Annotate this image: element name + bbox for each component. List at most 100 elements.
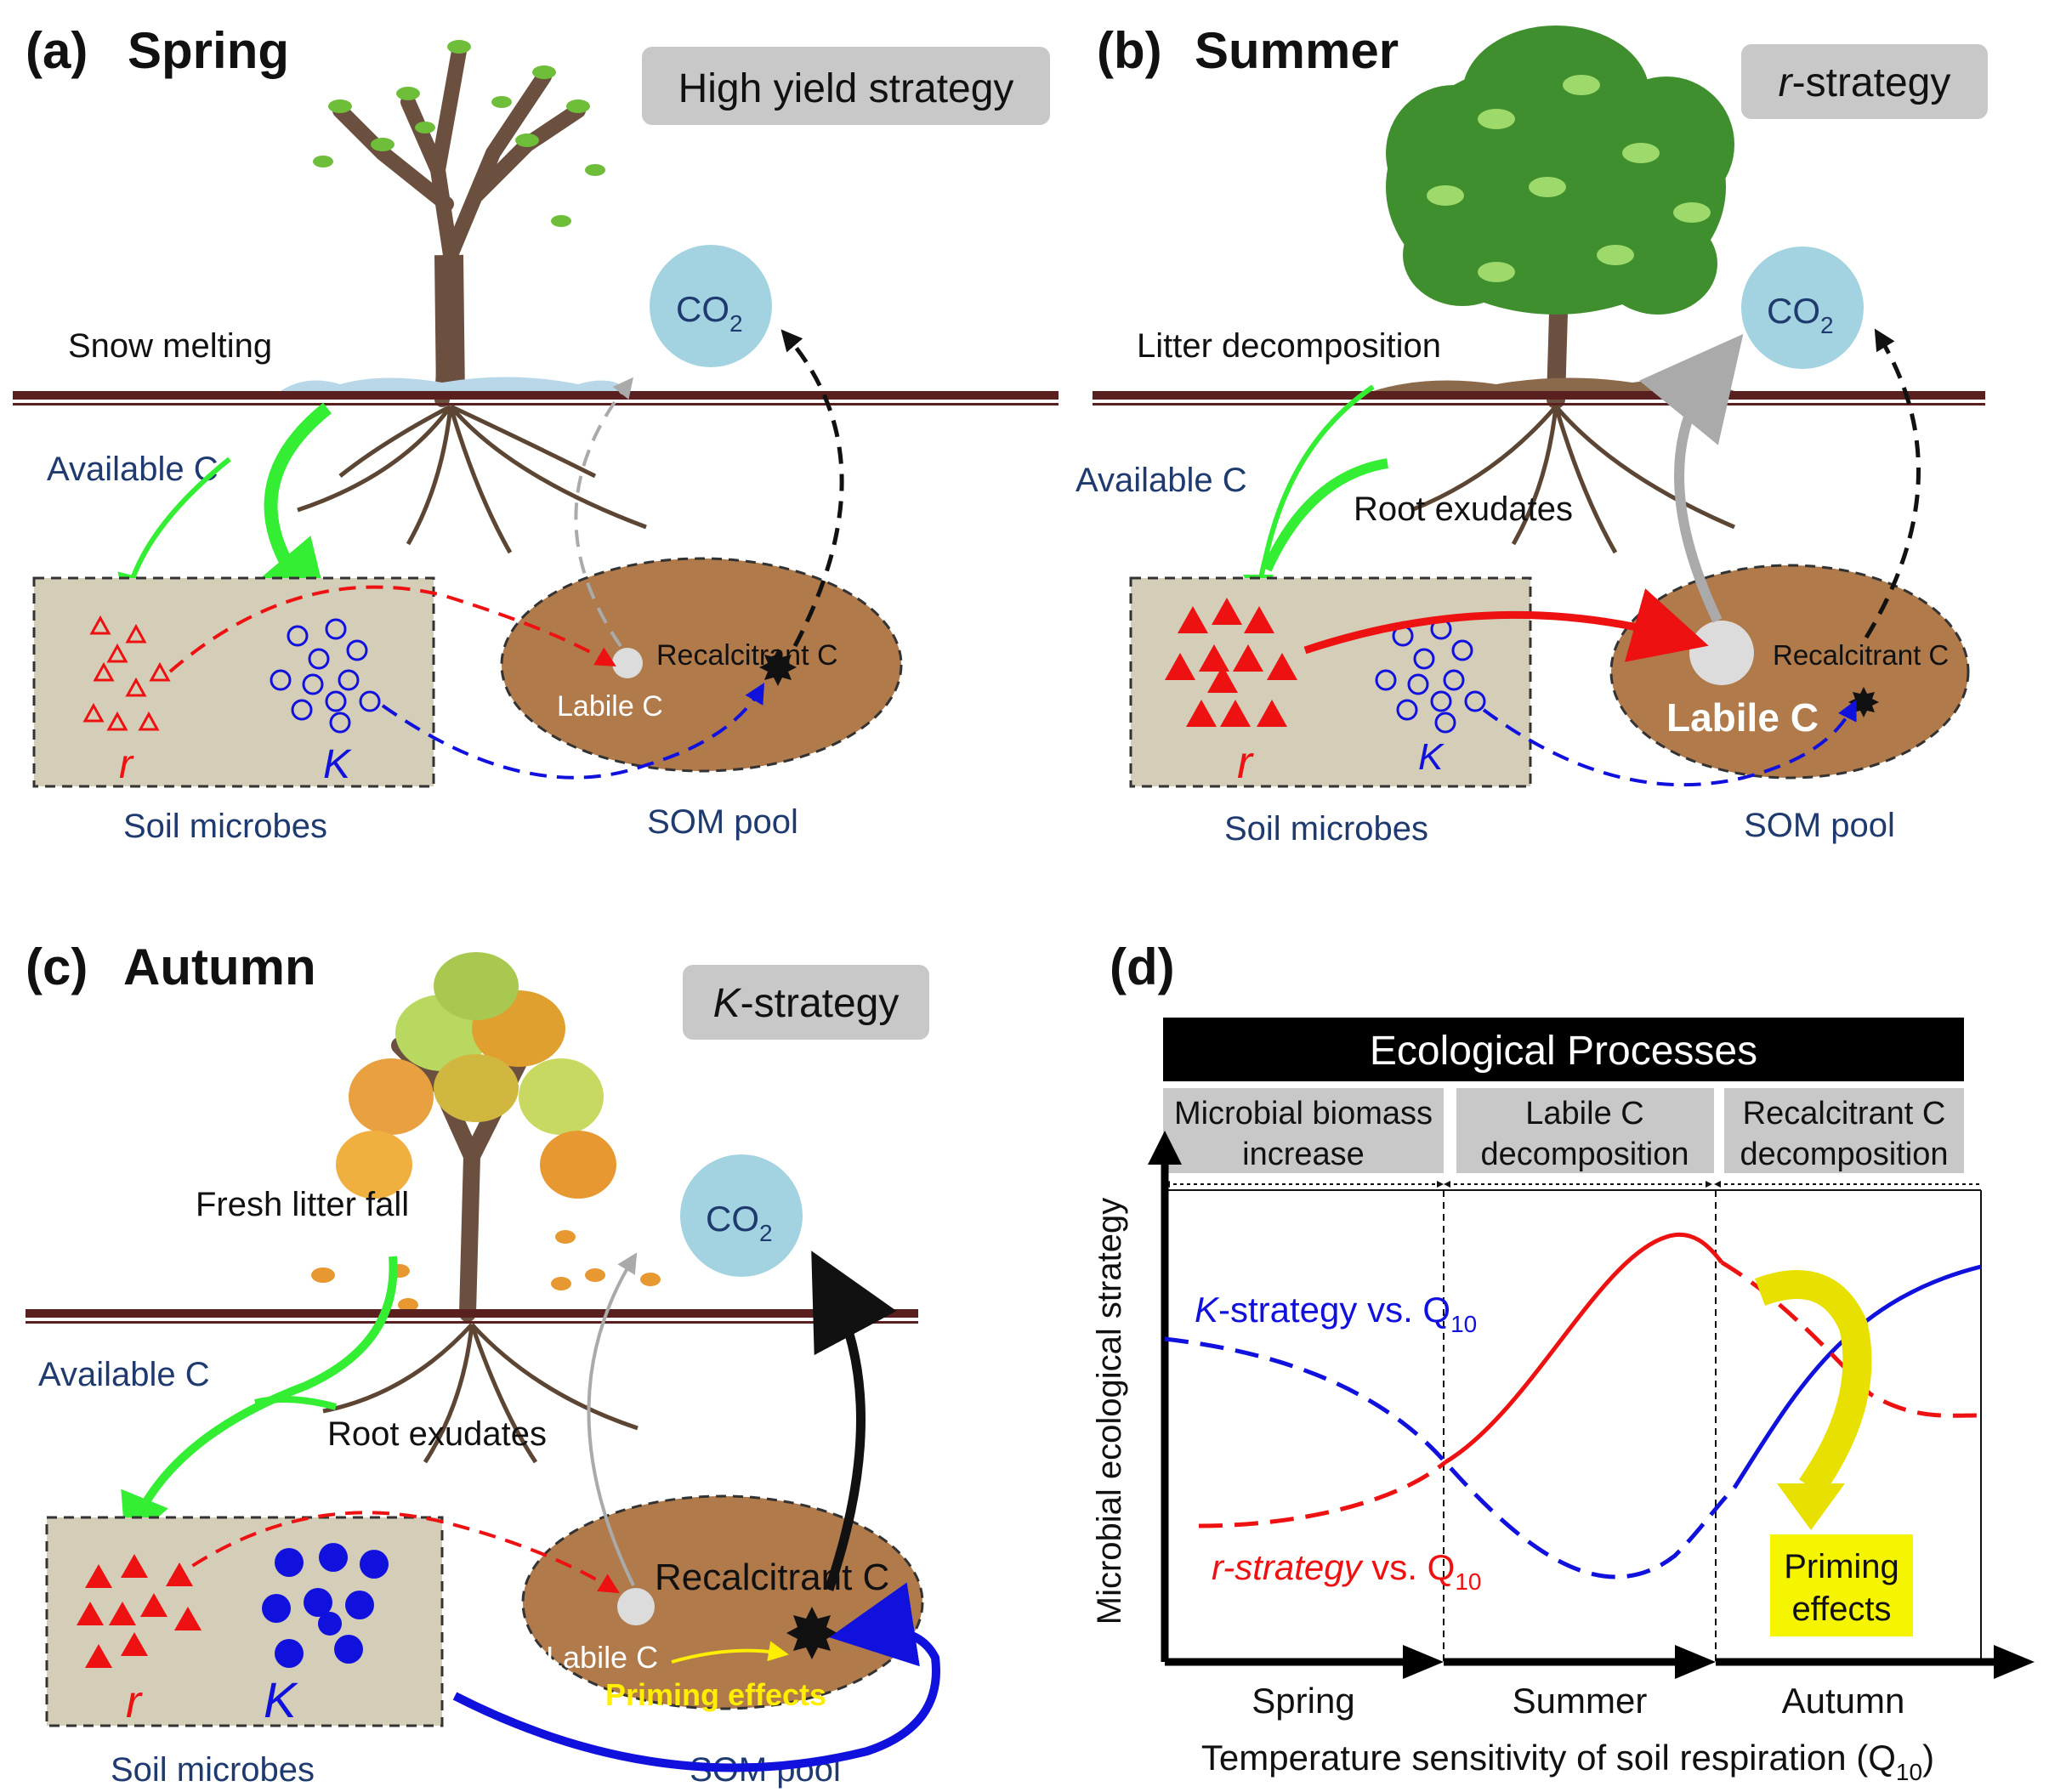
r-microbes-c bbox=[77, 1554, 201, 1668]
root-exudates-arrow-b bbox=[1262, 458, 1388, 572]
y-axis-label: Microbial ecological strategy bbox=[1091, 1198, 1128, 1625]
available-c-arrow-a bbox=[248, 402, 332, 625]
soil-microbes-box-a bbox=[32, 576, 435, 788]
panel-b: (b) Summer r-strategy Litter decompositi… bbox=[1076, 22, 1988, 848]
ground-line-c2 bbox=[26, 1321, 918, 1324]
season-label-summer: Summer bbox=[1513, 1681, 1648, 1721]
panel-a-tag: (a) bbox=[26, 22, 88, 79]
root-exudates-b: Root exudates bbox=[1354, 491, 1573, 528]
panel-b-tag: (b) bbox=[1097, 22, 1162, 79]
recalcitrant-label-a: Recalcitrant C bbox=[656, 639, 838, 672]
stage3-label-l2: decomposition bbox=[1740, 1137, 1948, 1172]
som-pool-b bbox=[1609, 564, 1970, 780]
r-strategy-curve-dashed-1 bbox=[1198, 1460, 1447, 1528]
k-label-b: K bbox=[1418, 736, 1445, 778]
r-to-labile-arrow-c bbox=[168, 1511, 620, 1594]
labile-c-icon-c bbox=[617, 1588, 655, 1625]
root-icon bbox=[297, 404, 647, 554]
recalcitrant-c-icon-c bbox=[786, 1607, 837, 1659]
co2-label-c: CO2 bbox=[706, 1199, 773, 1246]
root-exudates-arrow-c bbox=[254, 1396, 338, 1410]
r-label-c: r bbox=[126, 1676, 143, 1727]
r-to-labile-arrow-a bbox=[168, 585, 616, 673]
season-label-autumn: Autumn bbox=[1782, 1681, 1905, 1721]
panel-b-season: Summer bbox=[1195, 22, 1399, 79]
recalcitrant-c-icon-a bbox=[759, 649, 797, 686]
k-microbes-a bbox=[270, 618, 381, 734]
stage1-label-l2: increase bbox=[1242, 1137, 1365, 1172]
som-pool-c bbox=[521, 1494, 924, 1710]
som-pool-label-a: SOM pool bbox=[647, 803, 798, 841]
y-axis-arrowhead bbox=[1148, 1131, 1182, 1165]
labile-c-icon-b bbox=[1689, 621, 1754, 685]
co2-label-b: CO2 bbox=[1767, 291, 1834, 338]
k-to-recalcitrant-arrow-a bbox=[381, 683, 765, 780]
co2-bubble-c bbox=[680, 1154, 803, 1277]
x-axis-label: Temperature sensitivity of soil respirat… bbox=[1201, 1738, 1934, 1785]
k-to-recalcitrant-arrow-b bbox=[1482, 699, 1857, 787]
k-strategy-curve-dashed bbox=[1164, 1336, 1736, 1579]
labile-label-c: Labile C bbox=[546, 1640, 658, 1675]
soil-microbes-box-b bbox=[1129, 576, 1532, 788]
available-c-c: Available C bbox=[38, 1356, 210, 1393]
r-label-b: r bbox=[1237, 737, 1254, 788]
ground-line-b2 bbox=[1093, 403, 1985, 405]
soil-microbes-label-a: Soil microbes bbox=[123, 808, 327, 845]
falling-leaf-icon bbox=[311, 1230, 661, 1312]
k-microbes-b bbox=[1375, 618, 1486, 734]
panel-a-season: Spring bbox=[128, 22, 289, 79]
stage2-label-l2: decomposition bbox=[1480, 1137, 1689, 1172]
soil-microbes-label-c: Soil microbes bbox=[111, 1751, 315, 1789]
ecological-header-bar bbox=[1163, 1018, 1964, 1081]
strategy-label-a: High yield strategy bbox=[678, 66, 1014, 111]
event-label-b: Litter decomposition bbox=[1137, 327, 1441, 365]
root-icon bbox=[1410, 405, 1735, 554]
priming-box bbox=[1770, 1534, 1913, 1636]
recalcitrant-label-c: Recalcitrant C bbox=[655, 1557, 889, 1598]
r-strategy-curve-solid bbox=[1444, 1232, 1723, 1465]
x-axis-arrowhead-1 bbox=[1403, 1645, 1444, 1679]
panel-c-season: Autumn bbox=[123, 939, 316, 995]
ground-line-c bbox=[26, 1309, 918, 1318]
ecological-header-label: Ecological Processes bbox=[1370, 1029, 1757, 1074]
priming-label-l1: Priming bbox=[1784, 1548, 1899, 1585]
co2-label-a: CO2 bbox=[676, 289, 743, 337]
ground-line-a bbox=[13, 391, 1059, 400]
labile-to-co2-arrow-b bbox=[1638, 333, 1744, 623]
recalcitrant-to-co2-arrow-b bbox=[1864, 328, 1921, 639]
panel-a: (a) Spring High yield strategy Snow melt… bbox=[13, 22, 1059, 845]
stage2-label-l1: Labile C bbox=[1525, 1096, 1643, 1131]
co2-bubble-b bbox=[1741, 247, 1864, 369]
panel-c-tag: (c) bbox=[26, 939, 88, 995]
recalcitrant-label-b: Recalcitrant C bbox=[1773, 639, 1949, 671]
co2-bubble-a bbox=[650, 245, 772, 367]
labile-label-b: Labile C bbox=[1666, 695, 1819, 740]
priming-arrow-c bbox=[671, 1641, 789, 1664]
priming-label-l2: effects bbox=[1791, 1591, 1891, 1628]
strategy-box-c bbox=[683, 965, 929, 1040]
root-exudates-c: Root exudates bbox=[327, 1415, 547, 1453]
available-c-arrow-c bbox=[121, 1256, 398, 1546]
k-to-recalcitrant-arrow-c bbox=[452, 1582, 940, 1772]
k-label-a: K bbox=[323, 742, 352, 787]
r-strategy-label: r-strategy vs. Q10 bbox=[1212, 1547, 1481, 1595]
recalcitrant-to-co2-arrow-a bbox=[780, 329, 844, 648]
priming-curved-arrow bbox=[1755, 1270, 1872, 1496]
strategy-label-b: r-strategy bbox=[1779, 60, 1951, 105]
ground-line-b bbox=[1093, 391, 1985, 400]
panel-d-tag: (d) bbox=[1110, 939, 1175, 995]
labile-label-a: Labile C bbox=[557, 690, 663, 723]
panel-c: (c) Autumn K-strategy Fresh litter fall … bbox=[26, 939, 940, 1789]
ground-line-a2 bbox=[13, 403, 1059, 405]
stage2-box bbox=[1456, 1088, 1714, 1173]
strategy-box-b bbox=[1741, 44, 1988, 119]
labile-to-co2-arrow-c bbox=[587, 1252, 638, 1586]
k-microbes-c bbox=[262, 1543, 389, 1668]
priming-arrowhead bbox=[1777, 1483, 1845, 1530]
stage1-label-l1: Microbial biomass bbox=[1174, 1096, 1433, 1131]
recalcitrant-to-co2-arrow-c bbox=[811, 1250, 897, 1591]
available-c-b: Available C bbox=[1076, 462, 1247, 499]
tree-icon bbox=[336, 952, 616, 1322]
stage1-box bbox=[1163, 1088, 1444, 1173]
